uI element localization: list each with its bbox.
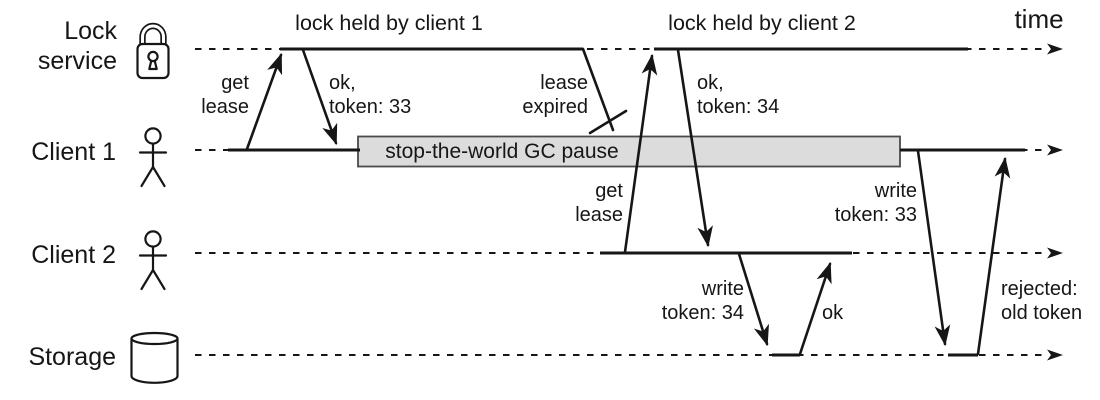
rejected-label: rejected: old token	[1001, 278, 1083, 324]
write-token-33-arrow	[916, 149, 951, 347]
client-2-arrowhead-icon	[1047, 247, 1063, 259]
lane-label-client-2: Client 2	[31, 241, 116, 269]
lane-label-storage: Storage	[28, 343, 116, 371]
person-icon	[138, 230, 168, 291]
rejected-arrow	[976, 156, 1011, 356]
ok-token-34-label: ok, token: 34	[697, 72, 780, 118]
client-1-arrowhead-icon	[1047, 144, 1063, 156]
write-token-33-label: write token: 33	[834, 180, 917, 226]
database-icon	[130, 331, 179, 384]
get-lease-1-arrow	[245, 53, 283, 151]
get-lease-1-label: get lease	[201, 72, 249, 118]
lease-expired-cross-icon	[588, 109, 628, 135]
get-lease-2-arrow	[623, 53, 658, 254]
padlock-icon	[136, 22, 170, 80]
lane-label-client-1: Client 1	[31, 138, 116, 166]
lane-label-lock-service: Lock service	[37, 17, 117, 75]
time-axis-label: time	[1014, 4, 1064, 34]
lock-held-by-client-2-label: lock held by client 2	[668, 11, 856, 35]
ok-ack-arrow	[798, 262, 832, 356]
time-arrowhead-icon	[1047, 43, 1063, 55]
gc-pause-box	[357, 135, 901, 168]
get-lease-2-label: get lease	[575, 180, 623, 226]
lifeline-arrowheads	[1047, 43, 1063, 361]
write-token-34-label: write token: 34	[661, 278, 744, 324]
active-segments	[228, 47, 1025, 357]
lease-expired-line	[581, 47, 615, 132]
lock-held-by-client-1-label: lock held by client 1	[295, 11, 483, 35]
storage-arrowhead-icon	[1047, 349, 1063, 361]
write-token-34-arrow	[737, 252, 769, 346]
gc-pause-label: stop-the-world GC pause	[385, 140, 619, 163]
message-arrows	[245, 47, 1011, 356]
ok-token-33-arrow	[301, 48, 338, 145]
ok-token-34-arrow	[676, 48, 713, 248]
person-icon	[138, 127, 168, 188]
lane-icons	[130, 22, 179, 384]
ok-ack-label: ok	[822, 302, 844, 324]
lease-expired-label: lease expired	[522, 72, 588, 118]
ok-token-33-label: ok, token: 33	[329, 72, 412, 118]
